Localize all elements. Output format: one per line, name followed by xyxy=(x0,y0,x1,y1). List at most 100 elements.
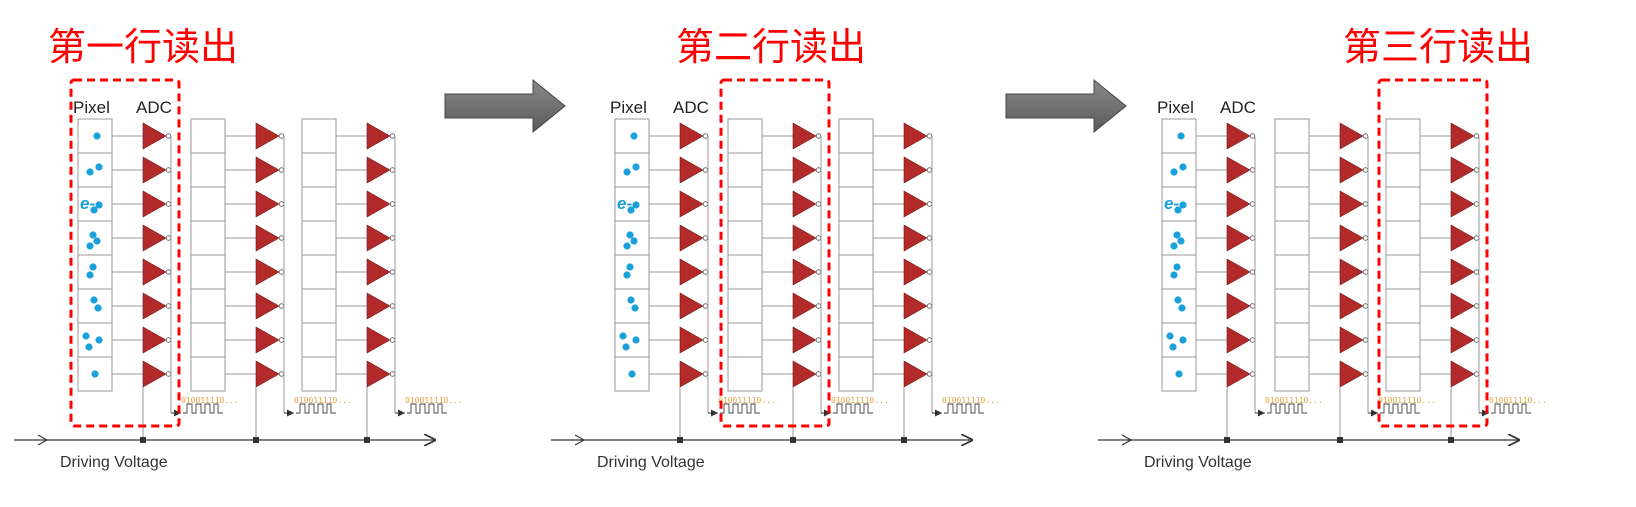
amplifier-triangle xyxy=(1226,122,1251,150)
bitstream-waveform xyxy=(833,403,873,414)
axis-start-chevron xyxy=(37,434,49,446)
electron-dot xyxy=(91,370,99,378)
amplifier-triangle xyxy=(1450,258,1475,286)
amplifier-triangle xyxy=(1450,224,1475,252)
output-node xyxy=(389,167,396,173)
bitstream-label: 010011110... xyxy=(718,396,776,405)
electron-dot xyxy=(95,163,103,171)
output-node xyxy=(389,235,396,241)
adc-label: ADC xyxy=(673,98,709,117)
amplifier-triangle xyxy=(1226,326,1251,354)
electron-dot xyxy=(93,237,101,245)
amplifier-triangle xyxy=(1339,224,1364,252)
amplifier-triangle xyxy=(142,156,167,184)
amplifier-triangle xyxy=(679,156,704,184)
bitstream-waveform xyxy=(183,403,223,414)
active-row-highlight xyxy=(69,78,181,428)
amplifier-triangle xyxy=(142,292,167,320)
driving-voltage-label: Driving Voltage xyxy=(60,454,168,471)
bitstream-label: 010011110... xyxy=(831,396,889,405)
electron-dot xyxy=(632,163,640,171)
amplifier-triangle xyxy=(255,258,280,286)
bitstream-waveform xyxy=(1267,403,1307,414)
electron-dot xyxy=(94,304,102,312)
output-node xyxy=(1362,337,1369,343)
output-node xyxy=(278,303,285,309)
electron-dot xyxy=(630,237,638,245)
bitstream-waveform xyxy=(1380,403,1420,414)
axis-start-chevron xyxy=(1121,434,1133,446)
amplifier-triangle xyxy=(255,292,280,320)
output-node xyxy=(165,303,172,309)
bitstream-waveform xyxy=(296,403,336,414)
sensor-column-2: 010011110... xyxy=(190,118,352,443)
output-node xyxy=(278,133,285,139)
pixel-electrons: e- xyxy=(80,132,103,378)
amplifier-triangle xyxy=(792,156,817,184)
electron-dot xyxy=(1166,332,1174,340)
amplifier-triangle xyxy=(792,224,817,252)
output-node xyxy=(815,269,822,275)
amplifier-triangle xyxy=(903,190,928,218)
output-node xyxy=(1473,303,1480,309)
amplifier-triangle xyxy=(1339,326,1364,354)
output-node xyxy=(389,303,396,309)
amplifier-triangle xyxy=(679,224,704,252)
output-node xyxy=(815,371,822,377)
electron-label: e- xyxy=(617,194,632,213)
amplifier-triangle xyxy=(903,156,928,184)
amplifier-triangle xyxy=(142,360,167,388)
amplifier-triangle xyxy=(1226,292,1251,320)
amplifier-triangle xyxy=(792,326,817,354)
amplifier-triangle xyxy=(1450,122,1475,150)
output-node xyxy=(926,235,933,241)
output-node xyxy=(165,133,172,139)
panel-title: 第三行读出 xyxy=(1343,25,1533,69)
output-node xyxy=(1362,269,1369,275)
output-node xyxy=(702,269,709,275)
electron-dot xyxy=(95,201,103,209)
output-node xyxy=(1473,337,1480,343)
amplifier-triangle xyxy=(792,258,817,286)
electron-dot xyxy=(1169,343,1177,351)
bitstream-waveform xyxy=(1491,403,1531,414)
amplifier-triangle xyxy=(366,292,391,320)
output-node xyxy=(815,201,822,207)
electron-dot xyxy=(86,271,94,279)
electron-dot xyxy=(86,242,94,250)
amplifier-triangle xyxy=(142,190,167,218)
output-node xyxy=(926,303,933,309)
amplifier-triangle xyxy=(679,326,704,354)
output-node xyxy=(165,337,172,343)
electron-dot xyxy=(623,168,631,176)
amplifier-triangle xyxy=(1226,224,1251,252)
transition-arrow-2 xyxy=(1005,78,1127,134)
amplifier-triangle xyxy=(142,122,167,150)
amplifier-triangle xyxy=(255,326,280,354)
sensor-column-3: 010011110... xyxy=(301,118,463,443)
amplifier-triangle xyxy=(1339,190,1364,218)
bitstream-label: 010011110... xyxy=(405,396,463,405)
amplifier-triangle xyxy=(1339,360,1364,388)
output-node xyxy=(278,235,285,241)
amplifier-triangle xyxy=(903,122,928,150)
amplifier-triangle xyxy=(366,190,391,218)
electron-dot xyxy=(626,263,634,271)
sensor-column-2: 010011110... xyxy=(727,118,889,443)
output-node xyxy=(389,371,396,377)
electron-dot xyxy=(86,168,94,176)
electron-dot xyxy=(82,332,90,340)
output-node xyxy=(1362,371,1369,377)
bitstream-waveform xyxy=(407,403,447,414)
pixel-label: Pixel xyxy=(1157,98,1194,117)
panel-title: 第一行读出 xyxy=(48,25,238,69)
bitstream-label: 010011110... xyxy=(1378,396,1436,405)
output-node xyxy=(1362,235,1369,241)
output-node xyxy=(278,269,285,275)
bitstream-waveform xyxy=(944,403,984,414)
driving-voltage-label: Driving Voltage xyxy=(597,454,705,471)
electron-dot xyxy=(1174,206,1182,214)
